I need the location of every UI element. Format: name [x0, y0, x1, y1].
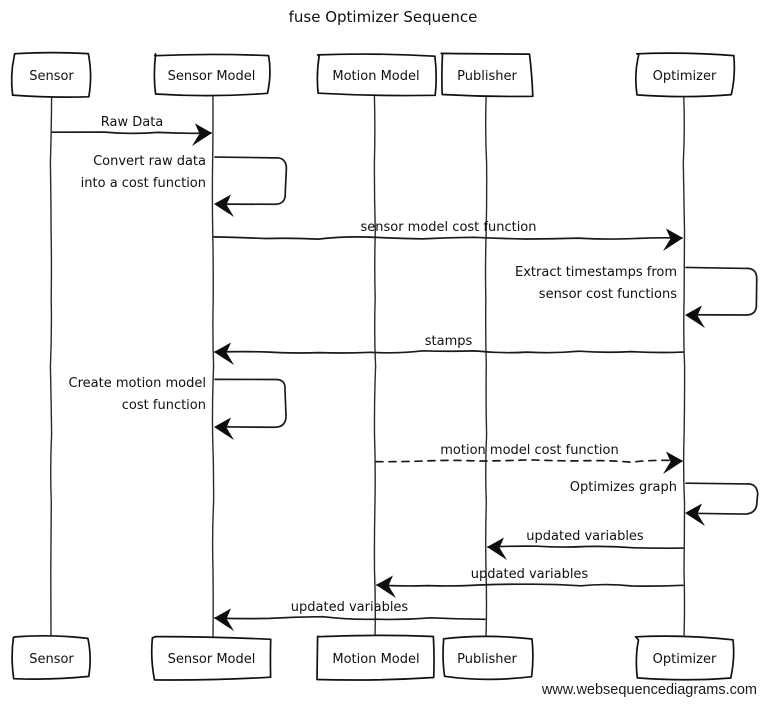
lifelines-layer: [49, 94, 686, 639]
message-motion-model-cost-function[interactable]: motion model cost function: [375, 443, 683, 474]
lifeline-motion_model: [373, 94, 377, 639]
message-convert-raw-data[interactable]: Convert raw data into a cost function: [81, 154, 288, 217]
message-stamps[interactable]: stamps: [214, 334, 684, 365]
message-updated-variables-2[interactable]: updated variables: [376, 567, 684, 598]
message-label-extract-timestamps: Extract timestamps from: [515, 265, 677, 280]
participant-box-publisher-bottom[interactable]: Publisher: [442, 635, 534, 681]
message-optimizes-graph[interactable]: Optimizes graph: [570, 480, 759, 526]
participant-box-sensor_model-top[interactable]: Sensor Model: [153, 53, 271, 97]
message-label-create-motion-model-cost-function: cost function: [122, 398, 206, 413]
participant-box-sensor_model-bottom[interactable]: Sensor Model: [150, 635, 272, 681]
message-label-updated-variables-3: updated variables: [291, 600, 409, 615]
lifeline-optimizer: [682, 94, 686, 639]
participant-label-publisher: Publisher: [457, 652, 517, 667]
lifeline-publisher: [484, 94, 488, 639]
message-label-sensor-model-cost-function: sensor model cost function: [360, 220, 536, 235]
message-updated-variables-1[interactable]: updated variables: [487, 529, 684, 560]
participant-label-sensor: Sensor: [29, 652, 74, 667]
message-sensor-model-cost-function[interactable]: sensor model cost function: [213, 220, 683, 251]
participant-box-optimizer-bottom[interactable]: Optimizer: [634, 635, 735, 681]
message-label-motion-model-cost-function: motion model cost function: [440, 443, 618, 458]
message-label-create-motion-model-cost-function: Create motion model: [69, 376, 206, 391]
message-create-motion-model-cost-function[interactable]: Create motion model cost function: [69, 376, 287, 440]
participant-label-motion_model: Motion Model: [332, 69, 419, 84]
lifeline-sensor: [49, 94, 53, 639]
participant-box-publisher-top[interactable]: Publisher: [440, 52, 534, 98]
participant-box-sensor-top[interactable]: Sensor: [10, 51, 92, 98]
message-raw-data[interactable]: Raw Data: [51, 115, 212, 146]
participant-box-optimizer-top[interactable]: Optimizer: [634, 52, 736, 98]
participant-label-optimizer: Optimizer: [653, 652, 717, 667]
message-label-updated-variables-2: updated variables: [471, 567, 589, 582]
message-label-stamps: stamps: [425, 334, 473, 349]
participant-box-sensor-bottom[interactable]: Sensor: [11, 634, 91, 680]
message-label-convert-raw-data: Convert raw data: [93, 154, 206, 169]
message-label-extract-timestamps: sensor cost functions: [539, 287, 677, 302]
participant-label-sensor_model: Sensor Model: [168, 652, 256, 667]
lifeline-sensor_model: [211, 94, 215, 639]
message-extract-timestamps[interactable]: Extract timestamps from sensor cost funct…: [515, 265, 758, 328]
message-label-optimizes-graph: Optimizes graph: [570, 480, 677, 495]
message-label-updated-variables-1: updated variables: [526, 529, 644, 544]
participant-label-publisher: Publisher: [457, 69, 517, 84]
participant-label-sensor_model: Sensor Model: [168, 69, 256, 84]
diagram-title: fuse Optimizer Sequence: [289, 8, 478, 26]
participant-box-motion_model-top[interactable]: Motion Model: [316, 53, 438, 97]
participant-label-sensor: Sensor: [29, 69, 74, 84]
footer-watermark: www.websequencediagrams.com: [541, 682, 757, 698]
participant-label-optimizer: Optimizer: [653, 69, 717, 84]
participant-box-motion_model-bottom[interactable]: Motion Model: [316, 634, 435, 681]
participant-label-motion_model: Motion Model: [332, 652, 419, 667]
message-label-convert-raw-data: into a cost function: [81, 176, 206, 191]
message-updated-variables-3[interactable]: updated variables: [214, 600, 486, 631]
message-label-raw-data: Raw Data: [101, 115, 164, 130]
